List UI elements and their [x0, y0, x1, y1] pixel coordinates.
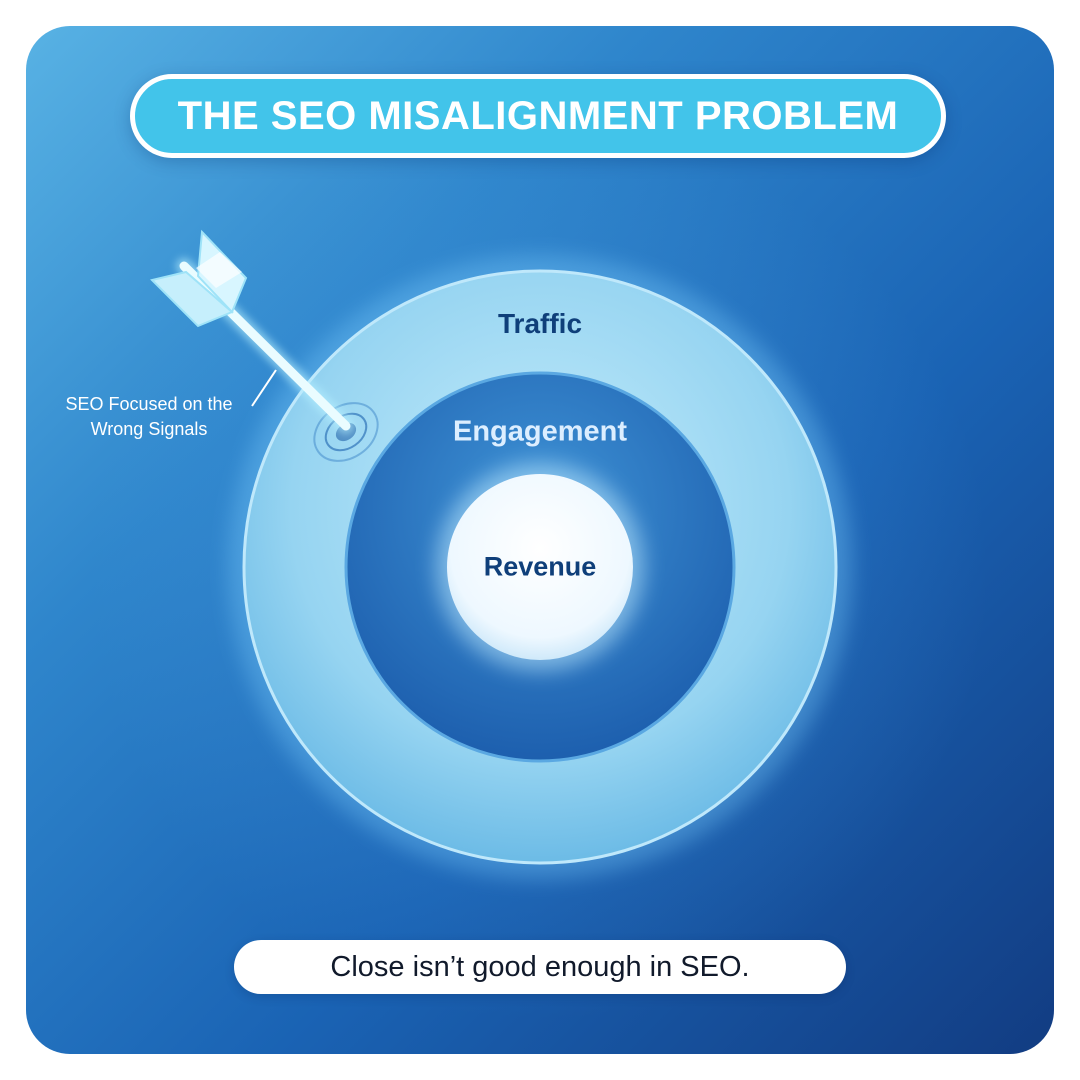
circle-revenue [447, 474, 633, 660]
label-revenue: Revenue [483, 551, 597, 582]
page-title: THE SEO MISALIGNMENT PROBLEM [177, 93, 899, 138]
callout-leader-line [251, 369, 277, 407]
callout-text: SEO Focused on the Wrong Signals [44, 392, 254, 442]
arrow-icon [150, 229, 354, 434]
callout-line-1: SEO Focused on the [65, 394, 233, 414]
footer-banner: Close isn’t good enough in SEO. [234, 940, 846, 994]
label-traffic: Traffic [497, 308, 583, 339]
callout-line-2: Wrong Signals [90, 419, 208, 439]
footer-text: Close isn’t good enough in SEO. [330, 950, 750, 983]
infographic-card: THE SEO MISALIGNMENT PROBLEM [26, 26, 1054, 1054]
title-banner: THE SEO MISALIGNMENT PROBLEM [130, 74, 946, 158]
target-diagram [150, 229, 852, 879]
label-engagement: Engagement [452, 415, 628, 448]
